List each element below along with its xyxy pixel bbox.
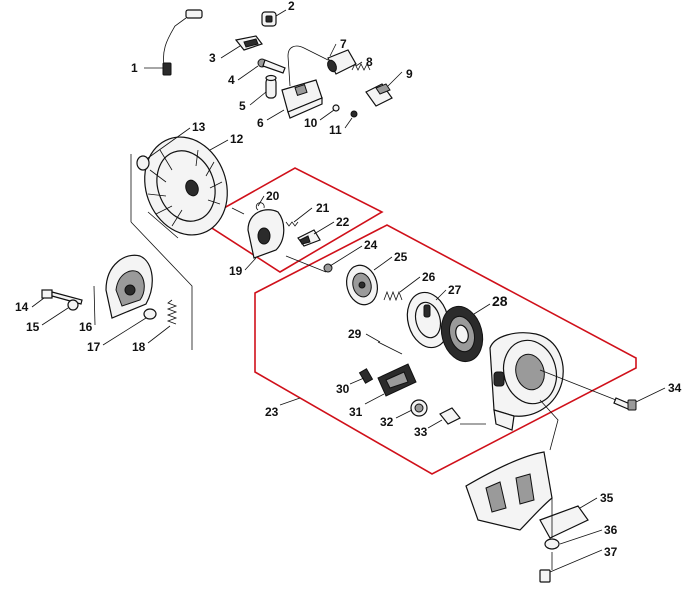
part-34-screw — [613, 397, 637, 411]
part-4-screw — [257, 58, 286, 74]
callout-14: 14 — [15, 300, 29, 314]
callout-27: 27 — [448, 283, 462, 297]
callout-17: 17 — [87, 340, 101, 354]
callout-18: 18 — [132, 340, 146, 354]
callout-1: 1 — [131, 61, 138, 75]
highlight-box-assembly-19 — [199, 167, 384, 273]
part-10-washer — [332, 104, 340, 112]
part-18-spring — [166, 299, 178, 325]
part-29-starter-rope — [377, 341, 403, 355]
part-12-flywheel — [144, 136, 228, 236]
part-9-spark-plug — [365, 83, 393, 107]
callout-32: 32 — [380, 415, 394, 429]
part-8-spring — [351, 63, 371, 71]
part-1-wire-lead — [162, 9, 203, 76]
part-15-washer — [67, 299, 79, 311]
callout-2: 2 — [288, 0, 295, 13]
callout-8: 8 — [366, 55, 373, 69]
starter-housing — [489, 332, 564, 431]
part-36-bushing — [544, 538, 560, 550]
callout-26: 26 — [422, 270, 436, 284]
callout-15: 15 — [26, 320, 40, 334]
part-30-rope-end — [358, 368, 374, 384]
callout-5: 5 — [239, 99, 246, 113]
part-25-rope-rotor — [346, 264, 378, 306]
callout-21: 21 — [316, 201, 330, 215]
callout-30: 30 — [336, 382, 350, 396]
part-13-washer — [136, 155, 150, 171]
highlight-box-assembly-23 — [254, 224, 637, 475]
callout-22: 22 — [336, 215, 350, 229]
part-26-spring — [383, 290, 403, 302]
callout-35: 35 — [600, 491, 614, 505]
callout-19: 19 — [229, 264, 243, 278]
part-5-sleeve — [265, 74, 277, 99]
part-3-grommet — [234, 35, 263, 51]
callout-37: 37 — [604, 545, 618, 559]
callout-25: 25 — [394, 250, 408, 264]
callout-4: 4 — [228, 73, 235, 87]
callout-24: 24 — [364, 238, 378, 252]
callout-7: 7 — [340, 37, 347, 51]
part-11-nut — [350, 110, 358, 118]
leader-lines — [31, 9, 666, 573]
callout-31: 31 — [349, 405, 363, 419]
part-31-starter-grip — [377, 363, 417, 397]
callout-36: 36 — [604, 523, 618, 537]
part-6-ignition-module — [281, 45, 329, 119]
callout-23: 23 — [265, 405, 279, 419]
part-32-rope-guide — [410, 399, 428, 417]
assembly-lines — [231, 207, 559, 570]
part-21-spring — [285, 221, 299, 227]
callout-9: 9 — [406, 67, 413, 81]
part-17-washer — [143, 308, 157, 320]
callout-20: 20 — [266, 189, 280, 203]
callout-11: 11 — [329, 123, 342, 137]
callout-34: 34 — [668, 381, 682, 395]
part-16-clutch — [105, 254, 153, 319]
callout-16: 16 — [79, 320, 93, 334]
callout-29: 29 — [348, 327, 362, 341]
assembly-line-crankshaft — [130, 154, 193, 350]
part-19-pawl-plate — [247, 209, 285, 259]
part-27-rope-pulley — [406, 291, 450, 349]
part-33-plate — [439, 407, 461, 425]
callout-10: 10 — [304, 116, 318, 130]
part-7-spark-plug-boot — [327, 49, 357, 75]
part-28-rewind-spring — [440, 305, 484, 363]
part-37-screw — [539, 569, 551, 583]
part-2-cap — [261, 11, 277, 27]
callout-33: 33 — [414, 425, 428, 439]
callout-13: 13 — [192, 120, 206, 134]
callout-12: 12 — [230, 132, 244, 146]
part-35-shroud — [465, 451, 589, 539]
callout-28: 28 — [492, 293, 508, 309]
part-20-circlip — [255, 202, 265, 211]
callout-labels: 1 2 3 4 5 6 7 8 9 10 11 12 13 14 15 16 1… — [15, 0, 682, 559]
callout-6: 6 — [257, 116, 264, 130]
callout-3: 3 — [209, 51, 216, 65]
